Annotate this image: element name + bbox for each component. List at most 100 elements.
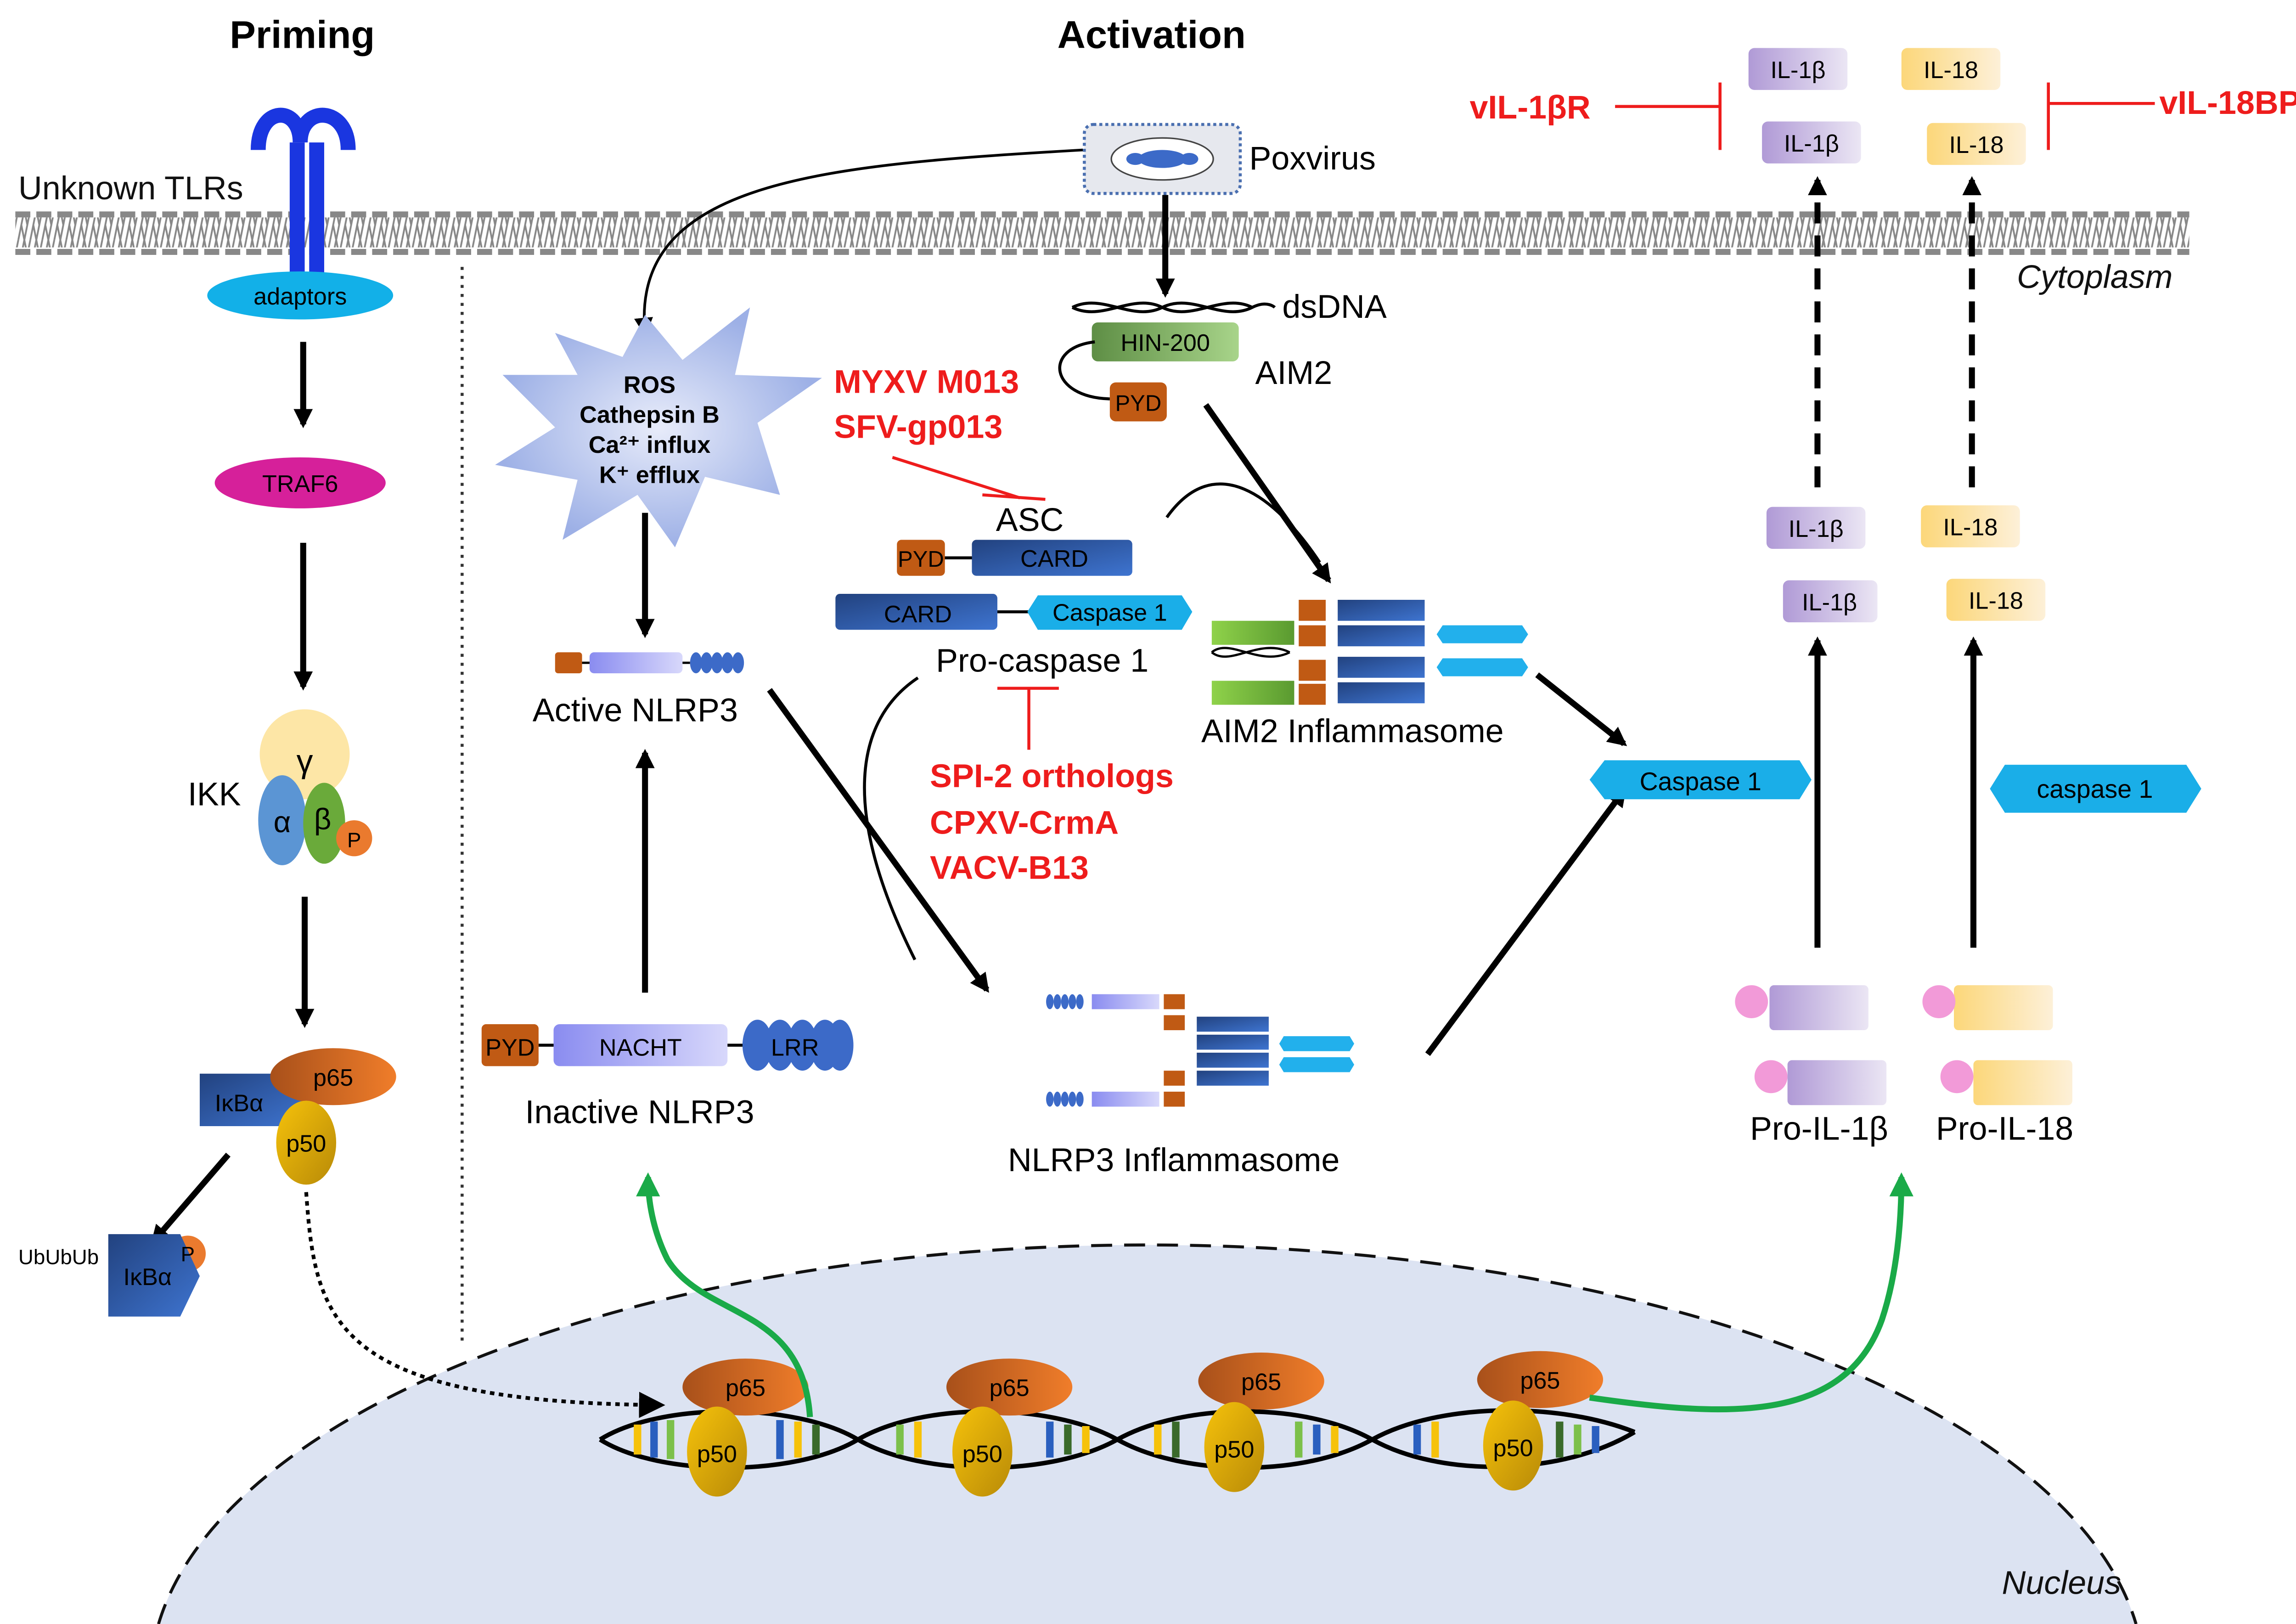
p50-label: p50 — [962, 1441, 1002, 1467]
asc-pyd-label: PYD — [898, 547, 944, 572]
p65-label: p65 — [726, 1375, 765, 1402]
procaspase-caspase-label: Caspase 1 — [1052, 600, 1167, 626]
nfkb-dimer: p65 p50 — [1198, 1353, 1324, 1492]
asc-card-domain — [972, 540, 1132, 576]
inhibition-line — [2047, 82, 2155, 150]
transcription-arrow-cytokines — [1589, 1172, 1913, 1413]
inhibition-line — [1615, 82, 1722, 150]
il1b-label: IL-1β — [1802, 589, 1857, 616]
procaspase-card-label: CARD — [884, 601, 952, 628]
p65-label: p65 — [1520, 1367, 1560, 1394]
nlrp3-inflammasome — [1046, 994, 1355, 1107]
p50-label: p50 — [286, 1131, 326, 1157]
stimulus-ros: ROS — [624, 372, 675, 398]
ikk-label: IKK — [188, 776, 241, 812]
asc-recruitment-curve — [863, 677, 919, 961]
adaptors-label: adaptors — [253, 283, 347, 310]
stimulus-cathepsin: Cathepsin B — [580, 402, 720, 429]
active-nlrp3-label: Active NLRP3 — [533, 692, 738, 728]
inhibition-line — [997, 687, 1059, 750]
il1b-label: IL-1β — [1789, 516, 1844, 542]
ikk-complex: γ α β P — [258, 709, 372, 865]
p65-label: p65 — [313, 1065, 353, 1091]
pro-il1b-label: Pro-IL-1β — [1750, 1110, 1888, 1147]
nfkb-dimer: p65 p50 — [946, 1359, 1073, 1497]
nucleus: Nucleus — [157, 1243, 2138, 1624]
inhibitor-cpxv-crma: CPXV-CrmA — [930, 804, 1119, 841]
activation-title: Activation — [1058, 12, 1246, 56]
inhibitor-myxv-m013: MYXV M013 — [834, 363, 1019, 400]
aim2-label: AIM2 — [1255, 355, 1333, 391]
cell-membrane: Cytoplasm — [15, 211, 2189, 295]
arrow — [151, 1152, 231, 1245]
nfkb-dimer: p65 p50 — [1477, 1351, 1604, 1491]
il18-mature — [1946, 579, 2046, 621]
caspase1-active-left — [1589, 760, 1812, 800]
il1b-secreted — [1748, 48, 1848, 90]
aim2-pyd-label: PYD — [1115, 391, 1162, 416]
asc-recruitment-curve — [1165, 482, 1321, 564]
nlrp3-pyd-label: PYD — [485, 1035, 535, 1061]
dsdna-icon — [1071, 301, 1276, 313]
inhibitor-vil1br: vIL-1βR — [1469, 89, 1590, 126]
procaspase-card-domain — [835, 593, 997, 630]
il18-label: IL-18 — [1943, 514, 1998, 541]
il1b-label: IL-1β — [1784, 130, 1839, 157]
ikba-label: IκBα — [215, 1090, 264, 1116]
asc-card-label: CARD — [1020, 546, 1088, 572]
nuclear-dna-helix — [599, 1408, 1636, 1470]
caspase1-active-right — [1990, 765, 2201, 813]
asc-label: ASC — [996, 502, 1064, 538]
il1b-mature — [1783, 580, 1878, 622]
adaptors-node — [207, 271, 394, 320]
il18-mature — [1921, 505, 2020, 547]
il1b-mature — [1766, 507, 1866, 549]
il1b-secreted — [1762, 121, 1861, 164]
inhibition-line — [892, 456, 1046, 501]
phospho-label: P — [347, 829, 361, 852]
aim2-linker — [1058, 340, 1110, 400]
arrow — [1203, 403, 1331, 584]
inhibitor-vil18bps: vIL-18BPs — [2159, 85, 2296, 121]
danger-signal-burst — [495, 307, 822, 547]
pro-il18-label: Pro-IL-18 — [1936, 1110, 2073, 1147]
il18-secreted — [1901, 48, 2001, 90]
caspase1-left-label: Caspase 1 — [1640, 767, 1761, 796]
nucleus-label: Nucleus — [2002, 1565, 2122, 1601]
arrow — [1535, 672, 1627, 746]
ikk-gamma-label: γ — [297, 743, 313, 779]
procaspase-caspase-domain — [1027, 595, 1193, 630]
asc-pyd-domain — [897, 540, 945, 576]
aim2-inflammasome — [1211, 600, 1528, 705]
nfkb-dimer: p65 p50 — [682, 1359, 809, 1497]
hin200-domain — [1092, 322, 1239, 361]
nfkb-ikba-complex: IκBα p65 p50 — [199, 1048, 396, 1185]
traf6-label: TRAF6 — [262, 471, 338, 497]
stimulus-potassium: K⁺ efflux — [599, 462, 700, 488]
ubiquitin-label: UbUbUb — [18, 1245, 99, 1269]
p65-label: p65 — [1241, 1369, 1281, 1396]
ikba-degraded-label: IκBα — [123, 1264, 172, 1291]
inactive-nlrp3: PYD NACHT LRR — [481, 1020, 854, 1071]
p50-label: p50 — [1493, 1435, 1533, 1461]
procaspase-label: Pro-caspase 1 — [936, 643, 1148, 679]
danger-signals-text: ROS Cathepsin B Ca²⁺ influx K⁺ efflux — [580, 372, 720, 488]
il18-label: IL-18 — [1949, 132, 2003, 158]
ikk-alpha-label: α — [274, 805, 291, 839]
aim2-pyd-domain — [1109, 382, 1167, 422]
phospho-label: P — [181, 1242, 195, 1266]
cytoplasm-label: Cytoplasm — [2017, 259, 2172, 295]
il18-label: IL-18 — [1924, 57, 1978, 84]
arrow — [767, 688, 990, 993]
inactive-nlrp3-label: Inactive NLRP3 — [525, 1094, 754, 1130]
poxvirus-icon — [1083, 123, 1242, 195]
caspase1-right-label: caspase 1 — [2037, 775, 2153, 803]
inhibitor-spi2: SPI-2 orthologs — [930, 758, 1174, 795]
tlr-label: Unknown TLRs — [18, 170, 243, 207]
nlrp3-lrr-label: LRR — [771, 1035, 819, 1061]
nlrp3-nacht-label: NACHT — [599, 1035, 682, 1061]
active-nlrp3 — [555, 652, 744, 673]
hin200-label: HIN-200 — [1120, 330, 1210, 356]
